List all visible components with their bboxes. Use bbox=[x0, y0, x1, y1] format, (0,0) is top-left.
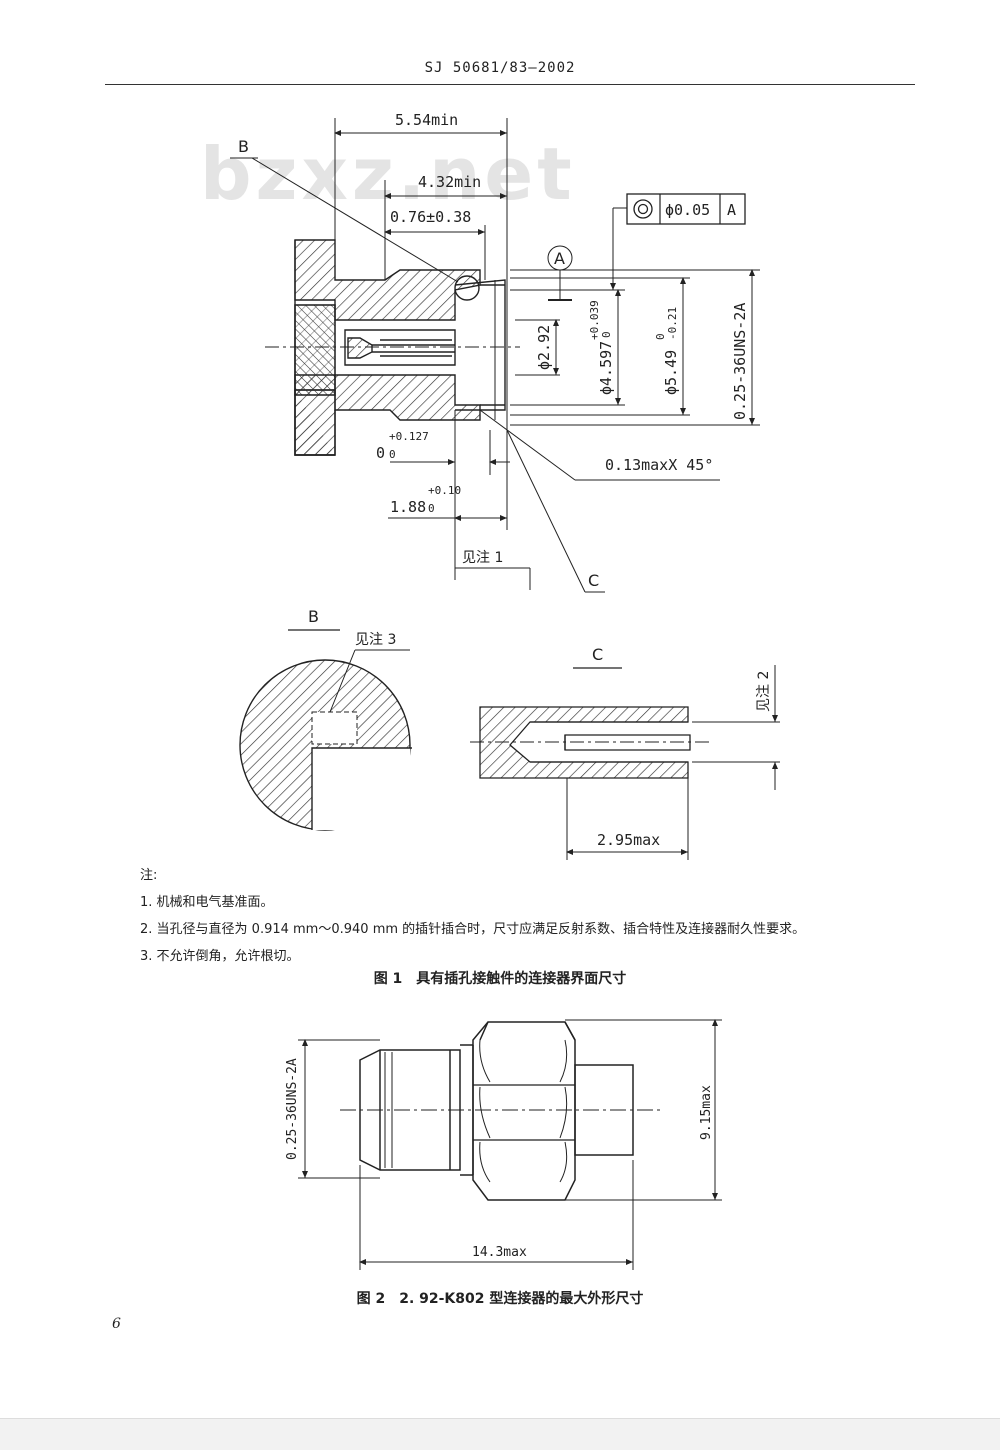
note-item: 2. 当孔径与直径为 0.914 mm～0.940 mm 的插针插合时，尺寸应满… bbox=[140, 922, 806, 937]
figure2-dimension-lines bbox=[298, 1019, 722, 1270]
dim-5-49-tol2: -0.21 bbox=[666, 307, 679, 340]
detail-B: B 见注 3 bbox=[239, 607, 412, 831]
label-B: B bbox=[238, 137, 249, 156]
detail-B-title: B bbox=[308, 607, 319, 626]
figure2-drawing bbox=[340, 1021, 660, 1201]
dim-0: 0 bbox=[376, 444, 385, 462]
dim-0-tol2: 0 bbox=[389, 448, 396, 461]
label-C: C bbox=[588, 571, 599, 590]
detail-C-see-note: 见注 2 bbox=[756, 671, 772, 712]
detail-C-dim: 2.95max bbox=[597, 831, 660, 849]
dim-4-597: ϕ4.597 bbox=[597, 341, 615, 395]
see-note-1: 见注 1 bbox=[462, 550, 503, 566]
dim-chamfer: 0.13maxX 45° bbox=[605, 456, 713, 474]
figure2-texts: 0.25-36UNS-2A 9.15max 14.3max bbox=[285, 1058, 714, 1260]
concentricity-icon bbox=[633, 199, 653, 219]
fig2-height: 9.15max bbox=[699, 1085, 714, 1140]
fig2-thread: 0.25-36UNS-2A bbox=[285, 1058, 300, 1160]
dim-5-49-tol: 0 bbox=[654, 333, 667, 340]
dim-1-88-tol2: 0 bbox=[428, 502, 435, 515]
page-number: 6 bbox=[112, 1316, 121, 1332]
figure1-dimension-lines bbox=[230, 118, 760, 593]
dim-4-32: 4.32min bbox=[418, 173, 481, 191]
tolerance-datum: A bbox=[727, 201, 736, 219]
dim-1-88: 1.88 bbox=[390, 498, 426, 516]
notes-block: 注: 1. 机械和电气基准面。 2. 当孔径与直径为 0.914 mm～0.94… bbox=[140, 862, 805, 970]
figure1-caption: 图 1 具有插孔接触件的连接器界面尺寸 bbox=[373, 971, 627, 987]
standard-code-header: SJ 50681/83—2002 bbox=[424, 60, 576, 76]
figure1-texts: 5.54min 4.32min 0.76±0.38 B A ϕ2.92 ϕ4.5… bbox=[238, 111, 749, 590]
geometric-tolerance-frame: ϕ0.05 A bbox=[626, 193, 746, 225]
dim-1-88-tol: +0.10 bbox=[428, 484, 461, 497]
dim-5-54: 5.54min bbox=[395, 111, 458, 129]
detail-C: C 2.95max 见注 2 bbox=[470, 645, 780, 860]
note-item: 3. 不允许倒角，允许根切。 bbox=[140, 949, 300, 964]
dim-4-597-tol: +0.039 bbox=[588, 300, 601, 340]
tolerance-value: ϕ0.05 bbox=[665, 201, 710, 219]
detail-B-see-note: 见注 3 bbox=[355, 632, 396, 648]
label-A-datum: A bbox=[554, 249, 565, 268]
note-item: 1. 机械和电气基准面。 bbox=[140, 895, 274, 910]
dim-0-76: 0.76±0.38 bbox=[390, 208, 471, 226]
watermark: bzxz.net bbox=[200, 132, 576, 216]
header-rule bbox=[105, 84, 915, 85]
dim-thread: 0.25-36UNS-2A bbox=[731, 303, 749, 420]
fig2-length: 14.3max bbox=[472, 1245, 527, 1260]
figure2-caption: 图 2 2. 92-K802 型连接器的最大外形尺寸 bbox=[356, 1291, 644, 1307]
footer-bar bbox=[0, 1418, 1000, 1450]
dim-5-49: ϕ5.49 bbox=[662, 350, 680, 395]
detail-C-title: C bbox=[592, 645, 603, 664]
dim-2-92: ϕ2.92 bbox=[535, 325, 553, 370]
dim-4-597-tol2: 0 bbox=[600, 331, 613, 338]
dim-0-tol: +0.127 bbox=[389, 430, 429, 443]
notes-heading: 注: bbox=[140, 868, 158, 883]
figure1-main-section bbox=[265, 239, 520, 456]
